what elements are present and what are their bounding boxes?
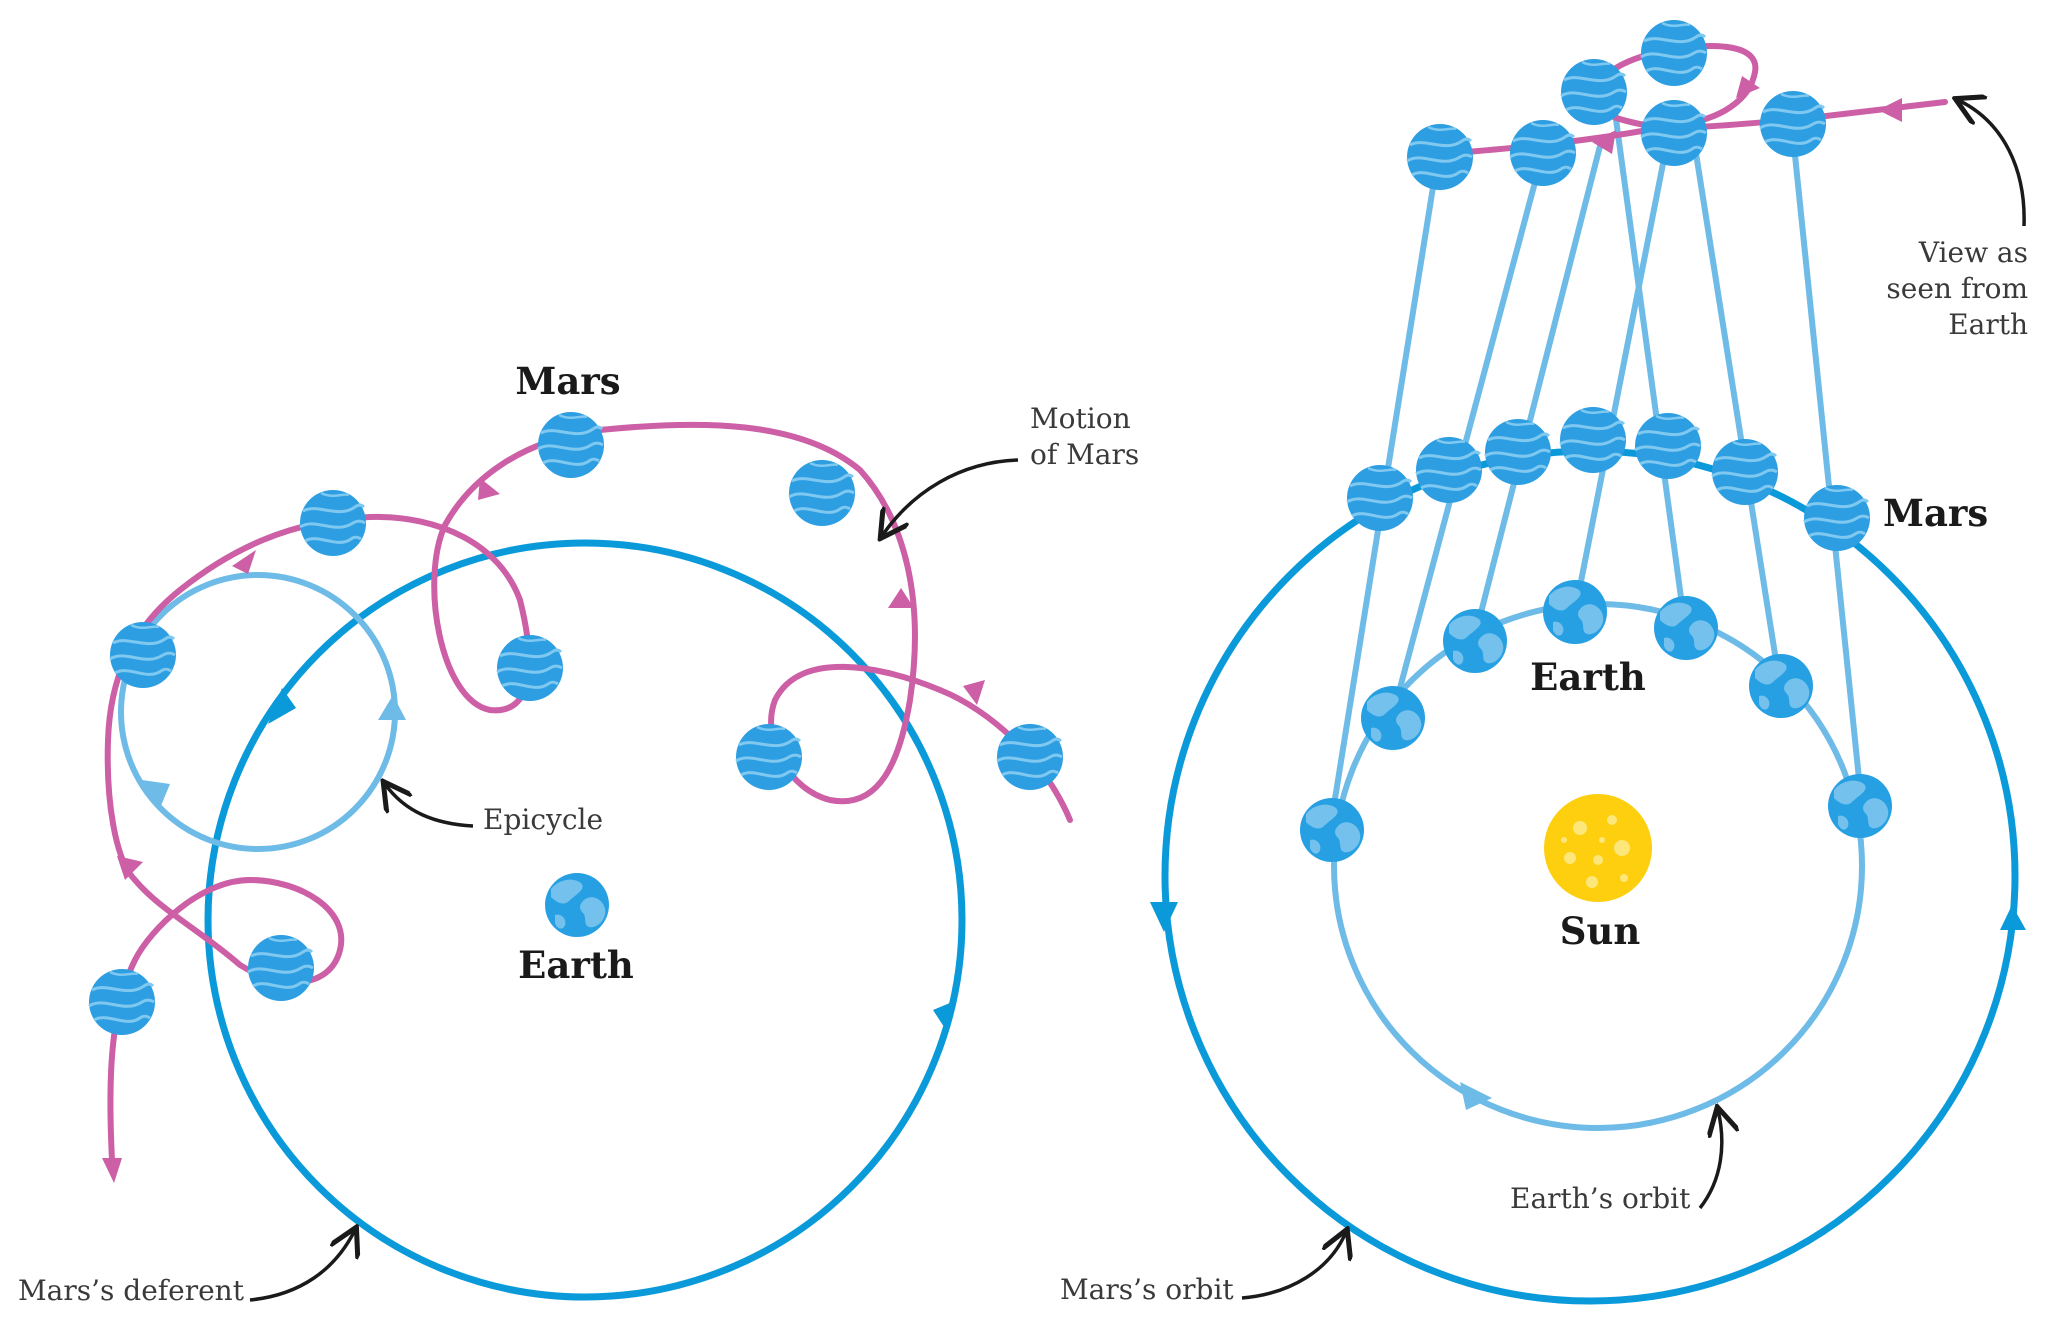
mars-planet [108,620,178,690]
epicycle-arrow [378,695,406,720]
motion-pointer-arrow [882,458,1019,536]
epicycle-circle [118,572,398,852]
mars-label: Mars [515,359,620,403]
view-label: Earth [1948,308,2028,341]
sun [1544,794,1652,902]
motion-arrow [478,478,500,500]
epicycle-label: Epicycle [483,803,603,836]
mars-planet [1558,405,1628,475]
earth-orbit-pointer-arrow [1698,1110,1722,1210]
mars-planet [734,722,804,792]
mars-orbit-pointer-arrow [1241,1232,1346,1300]
mars-orbit-arrow [2000,905,2026,930]
mars-orbit-label: Mars’s orbit [1060,1273,1234,1306]
earth-planet [1300,798,1364,862]
mars-planet [1405,122,1475,192]
mars-label: Mars [1883,491,1988,535]
mars-planet [1483,417,1553,487]
earth-planet [1828,774,1892,838]
mars-planet [536,410,606,480]
earth-planet [1361,686,1425,750]
motion-arrow [117,856,143,880]
mars-planet [246,933,316,1003]
mars-planet [298,488,368,558]
motion-arrow [888,588,914,608]
deferent-arrow [268,688,296,724]
motion-of-mars-label: of Mars [1030,438,1139,471]
epicycle-arrow [142,780,170,808]
earth-planet [545,873,609,937]
earth-orbit-arrow [1460,1082,1492,1110]
epicycle-pointer-arrow [385,784,474,828]
mars-planet [787,458,857,528]
earth-label: Earth [518,943,634,987]
mars-planet [1710,437,1780,507]
mars-planet [495,633,565,703]
mars-planet [1345,463,1415,533]
motion-arrow [963,680,985,705]
mars-orbit-arrow [1150,902,1178,932]
mars-planet [1508,118,1578,188]
mars-planet [1639,98,1709,168]
mars-deferent-circle [204,539,966,1301]
apparent-motion-arrow [1592,130,1616,154]
mars-planet [995,722,1065,792]
view-label: View as [1918,236,2028,269]
earth-orbit-label: Earth’s orbit [1510,1182,1691,1215]
apparent-motion-arrow [1736,76,1760,98]
motion-arrow [102,1158,122,1183]
deferent-pointer-arrow [249,1230,355,1302]
deferent-label: Mars’s deferent [18,1274,245,1307]
earth-planet [1443,609,1507,673]
motion-of-mars-label: Motion [1030,402,1131,435]
mars-motion-path [104,421,1073,1163]
mars-planet [1802,483,1872,553]
earth-label: Earth [1530,655,1646,699]
mars-planet [87,967,157,1037]
earth-planet [1543,580,1607,644]
motion-arrow [232,550,256,574]
mars-planet [1414,435,1484,505]
apparent-motion-arrow [1878,98,1902,122]
sun-label: Sun [1560,909,1641,953]
view-label: seen from [1886,272,2028,305]
right-diagram: View as seen from Earth Mars Earth Sun E… [1060,18,2028,1306]
earth-planet [1654,596,1718,660]
mars-planet [1639,18,1709,88]
mars-planet [1633,411,1703,481]
mars-planet [1559,57,1629,127]
left-diagram: Mars Earth Motion of Mars Epicycle Mars’… [18,359,1139,1307]
earth-planet [1749,654,1813,718]
mars-planet [1758,89,1828,159]
deferent-arrow [933,1000,957,1030]
view-pointer-arrow [1958,100,2026,227]
